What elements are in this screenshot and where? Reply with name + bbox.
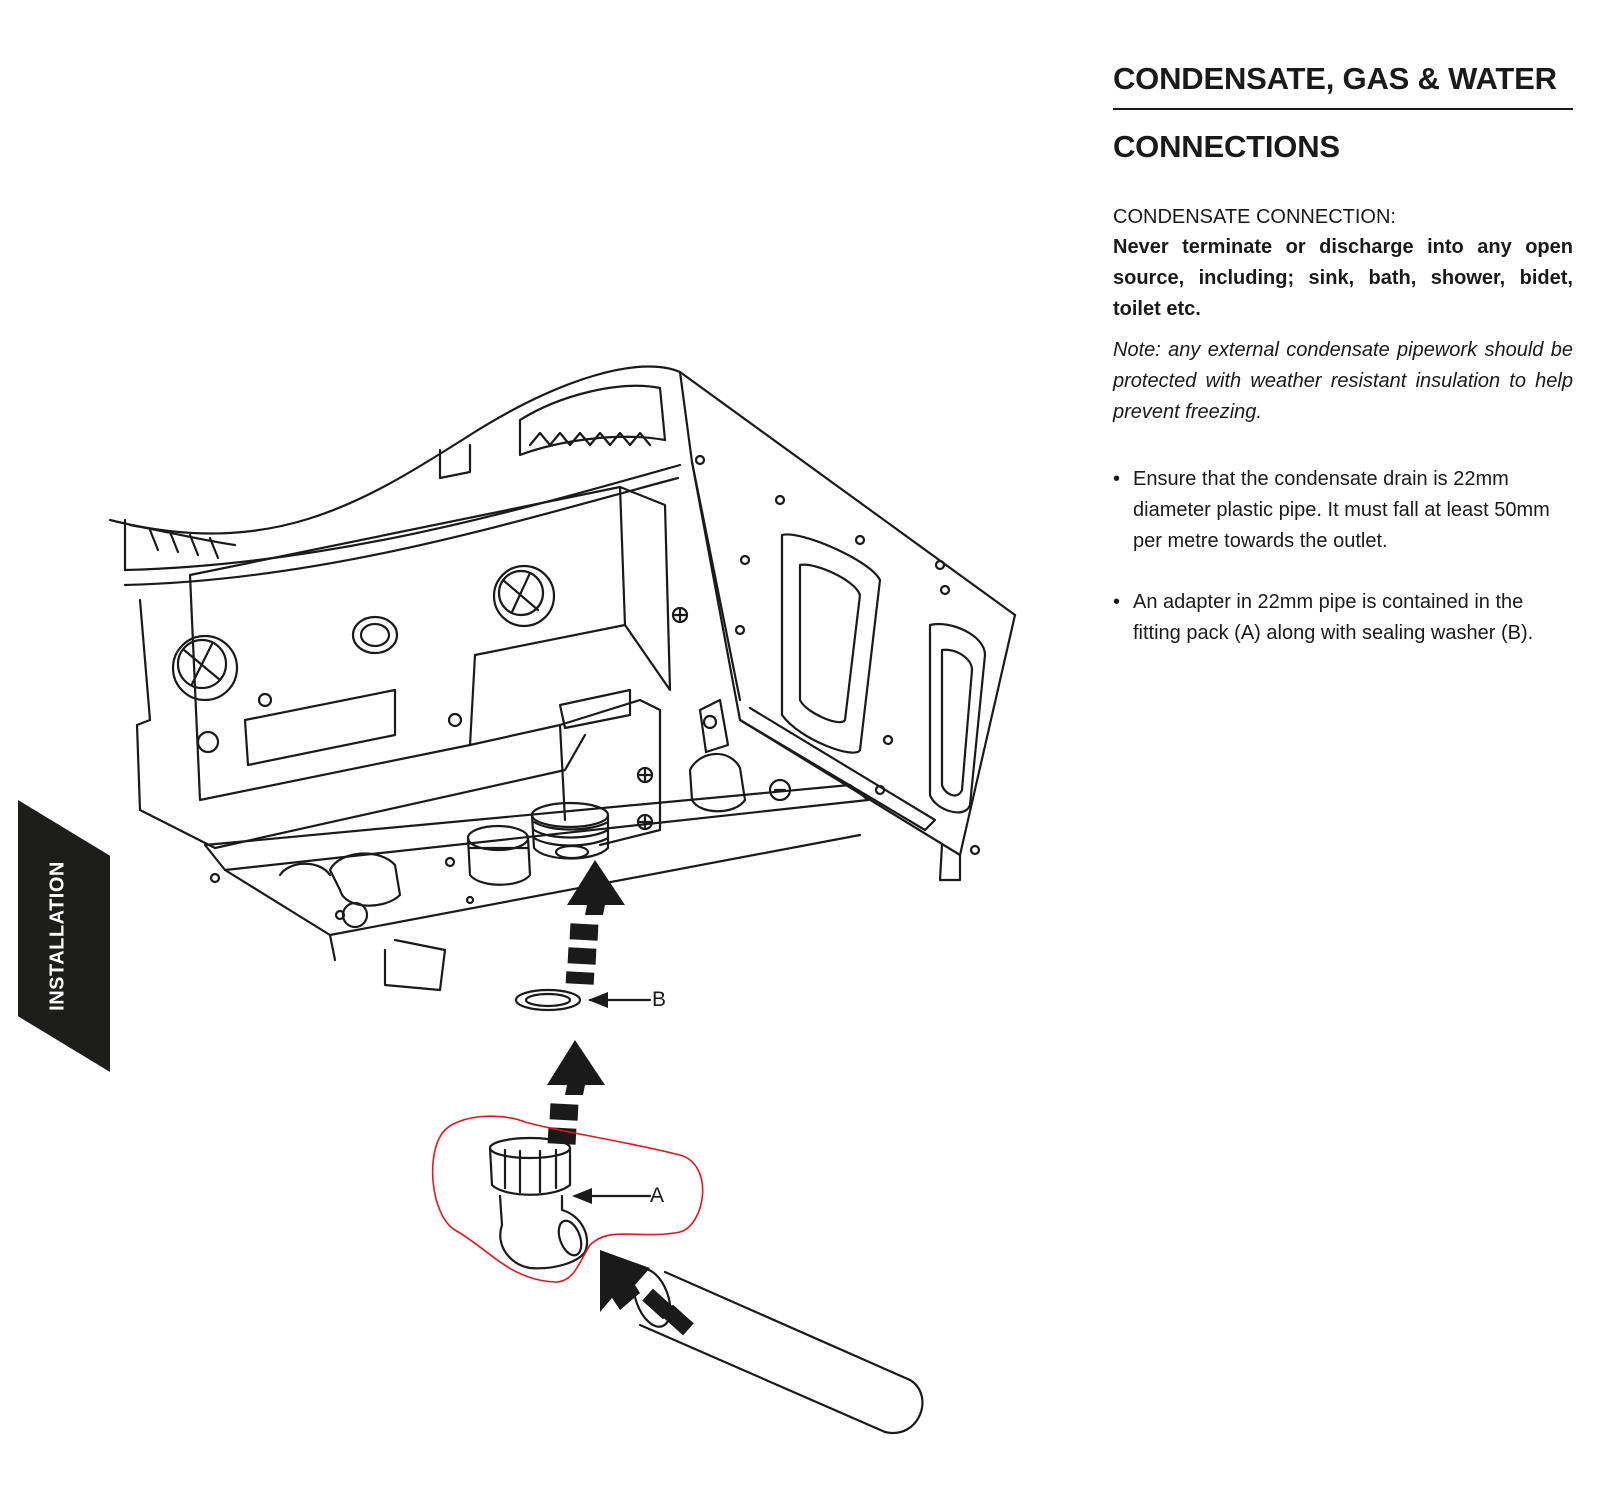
callout-a-label: A [650,1184,665,1207]
condensate-pipe [632,1268,924,1435]
callout-a-arrowhead [572,1188,592,1204]
callout-b-arrowhead [588,992,608,1008]
boiler-casing [108,365,1017,962]
condensate-warning: Never terminate or discharge into any op… [1113,236,1573,320]
control-panel [171,485,689,802]
side-panel [209,454,987,921]
condensate-connection-heading: CONDENSATE CONNECTION: [1113,206,1396,228]
pipe-connections [278,698,792,992]
fan-grille [128,384,667,560]
adapter-fitting [488,1136,652,1270]
condensate-bullet-list: Ensure that the condensate drain is 22mm… [1113,464,1573,649]
arrow-diagonal [600,1250,694,1336]
condensate-outlet [530,801,610,860]
condensate-note: Note: any external condensate pipework s… [1113,339,1573,423]
page-title-line-1: CONDENSATE, GAS & WATER [1113,60,1573,110]
sealing-washer [514,988,652,1012]
text-column: CONDENSATE, GAS & WATER CONNECTIONS COND… [1113,60,1573,679]
callout-b-label: B [652,988,667,1011]
connection-block [468,688,662,847]
bullet-item-drain-pipe: Ensure that the condensate drain is 22mm… [1113,464,1573,557]
adapter-highlight-outline [431,1115,704,1283]
arrow-up-lower [547,1040,605,1145]
page-title-line-2: CONNECTIONS [1113,129,1340,164]
section-side-tab-label: INSTALLATION [46,861,69,1011]
bullet-item-adapter: An adapter in 22mm pipe is contained in … [1113,587,1573,649]
arrow-up-upper [565,860,625,985]
